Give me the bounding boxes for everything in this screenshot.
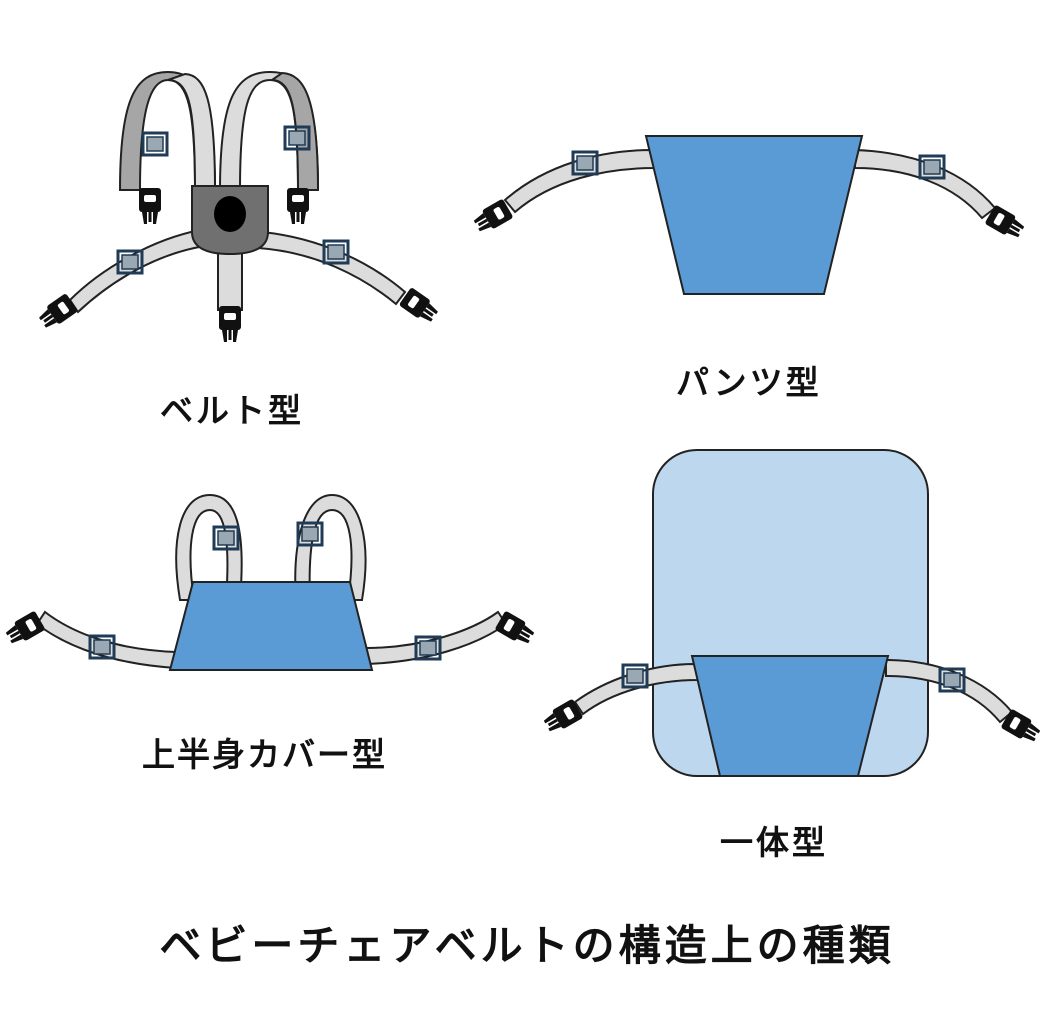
pants-cover — [644, 135, 864, 295]
adjuster-icon — [88, 634, 116, 660]
left-side-strap — [573, 662, 700, 716]
adjuster-icon — [938, 667, 966, 693]
one-piece-illustration — [541, 449, 1043, 777]
pants-type-label: パンツ型 — [676, 363, 822, 402]
seat-cover — [690, 655, 890, 777]
adjuster-icon — [141, 131, 169, 157]
buckle-icon — [3, 610, 46, 648]
right-shoulder-loop — [294, 493, 367, 601]
right-side-strap — [854, 148, 997, 220]
buckle-icon — [287, 188, 309, 224]
right-side-strap — [885, 658, 1014, 724]
left-waist-strap — [68, 228, 207, 314]
adjuster-icon — [621, 663, 649, 689]
belt-type-label: ベルト型 — [160, 391, 304, 430]
adjuster-icon — [918, 154, 946, 180]
belt-type-illustration — [36, 70, 441, 342]
adjuster-icon — [322, 239, 350, 265]
adjuster-icon — [414, 635, 442, 661]
adjuster-icon — [212, 525, 240, 551]
upper-body-cover — [168, 581, 374, 671]
adjuster-icon — [296, 521, 324, 547]
diagram-title: ベビーチェアベルトの構造上の種類 — [159, 921, 895, 970]
one-piece-type-label: 一体型 — [720, 823, 828, 862]
upper-body-cover-illustration — [3, 493, 537, 671]
pants-type-illustration — [471, 135, 1027, 295]
right-waist-strap — [256, 230, 407, 306]
left-side-strap — [503, 148, 657, 214]
adjuster-icon — [283, 125, 311, 151]
adjuster-icon — [571, 150, 599, 176]
buckle-icon — [219, 306, 241, 342]
upper-body-cover-type-label: 上半身カバー型 — [142, 735, 387, 774]
adjuster-icon — [116, 249, 144, 275]
buckle-icon — [139, 188, 161, 224]
